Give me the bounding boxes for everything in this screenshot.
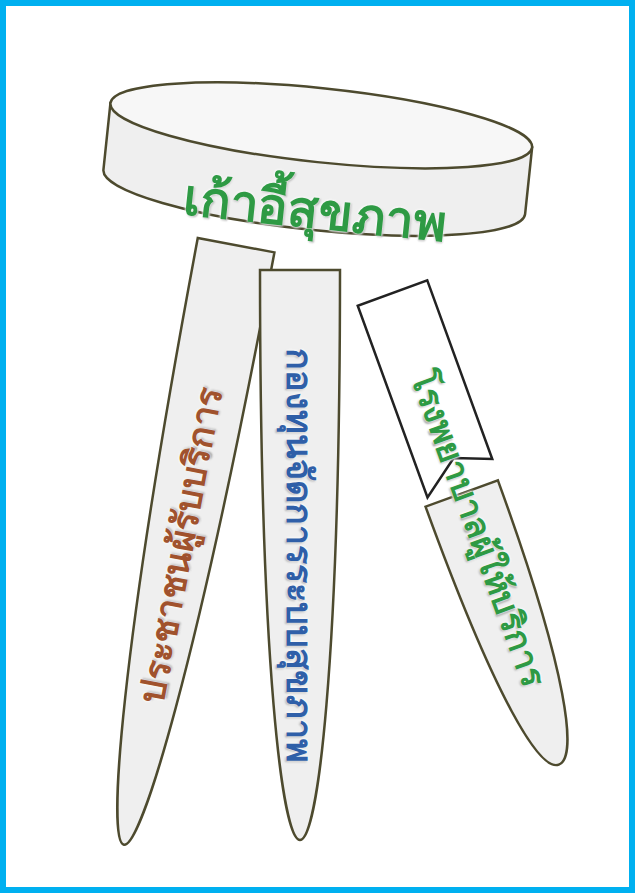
node-label: โรงพยาบาลผู้ให้บริการ (396, 362, 561, 693)
stool-leg: กองทุนจัดการระบบสุขภาพ (257, 270, 343, 840)
node-label: ประชาชนผู้รับบริการ (123, 382, 238, 707)
text-holder: ประชาชนผู้รับบริการ (83, 237, 278, 852)
text-holder: กองทุนจัดการระบบสุขภาพ (257, 270, 343, 840)
broken-stool-leg: โรงพยาบาลผู้ให้บริการ (352, 278, 604, 777)
leg-outline (260, 270, 340, 840)
leg-outline (86, 238, 275, 852)
node-label: กองทุนจัดการระบบสุขภาพ (272, 348, 329, 763)
seat-top (107, 66, 536, 184)
stool-seat: เก้าอี้สุขภาพ (95, 80, 535, 290)
stool-leg: ประชาชนผู้รับบริการ (83, 237, 278, 852)
text-holder: โรงพยาบาลผู้ให้บริการ (352, 278, 604, 777)
